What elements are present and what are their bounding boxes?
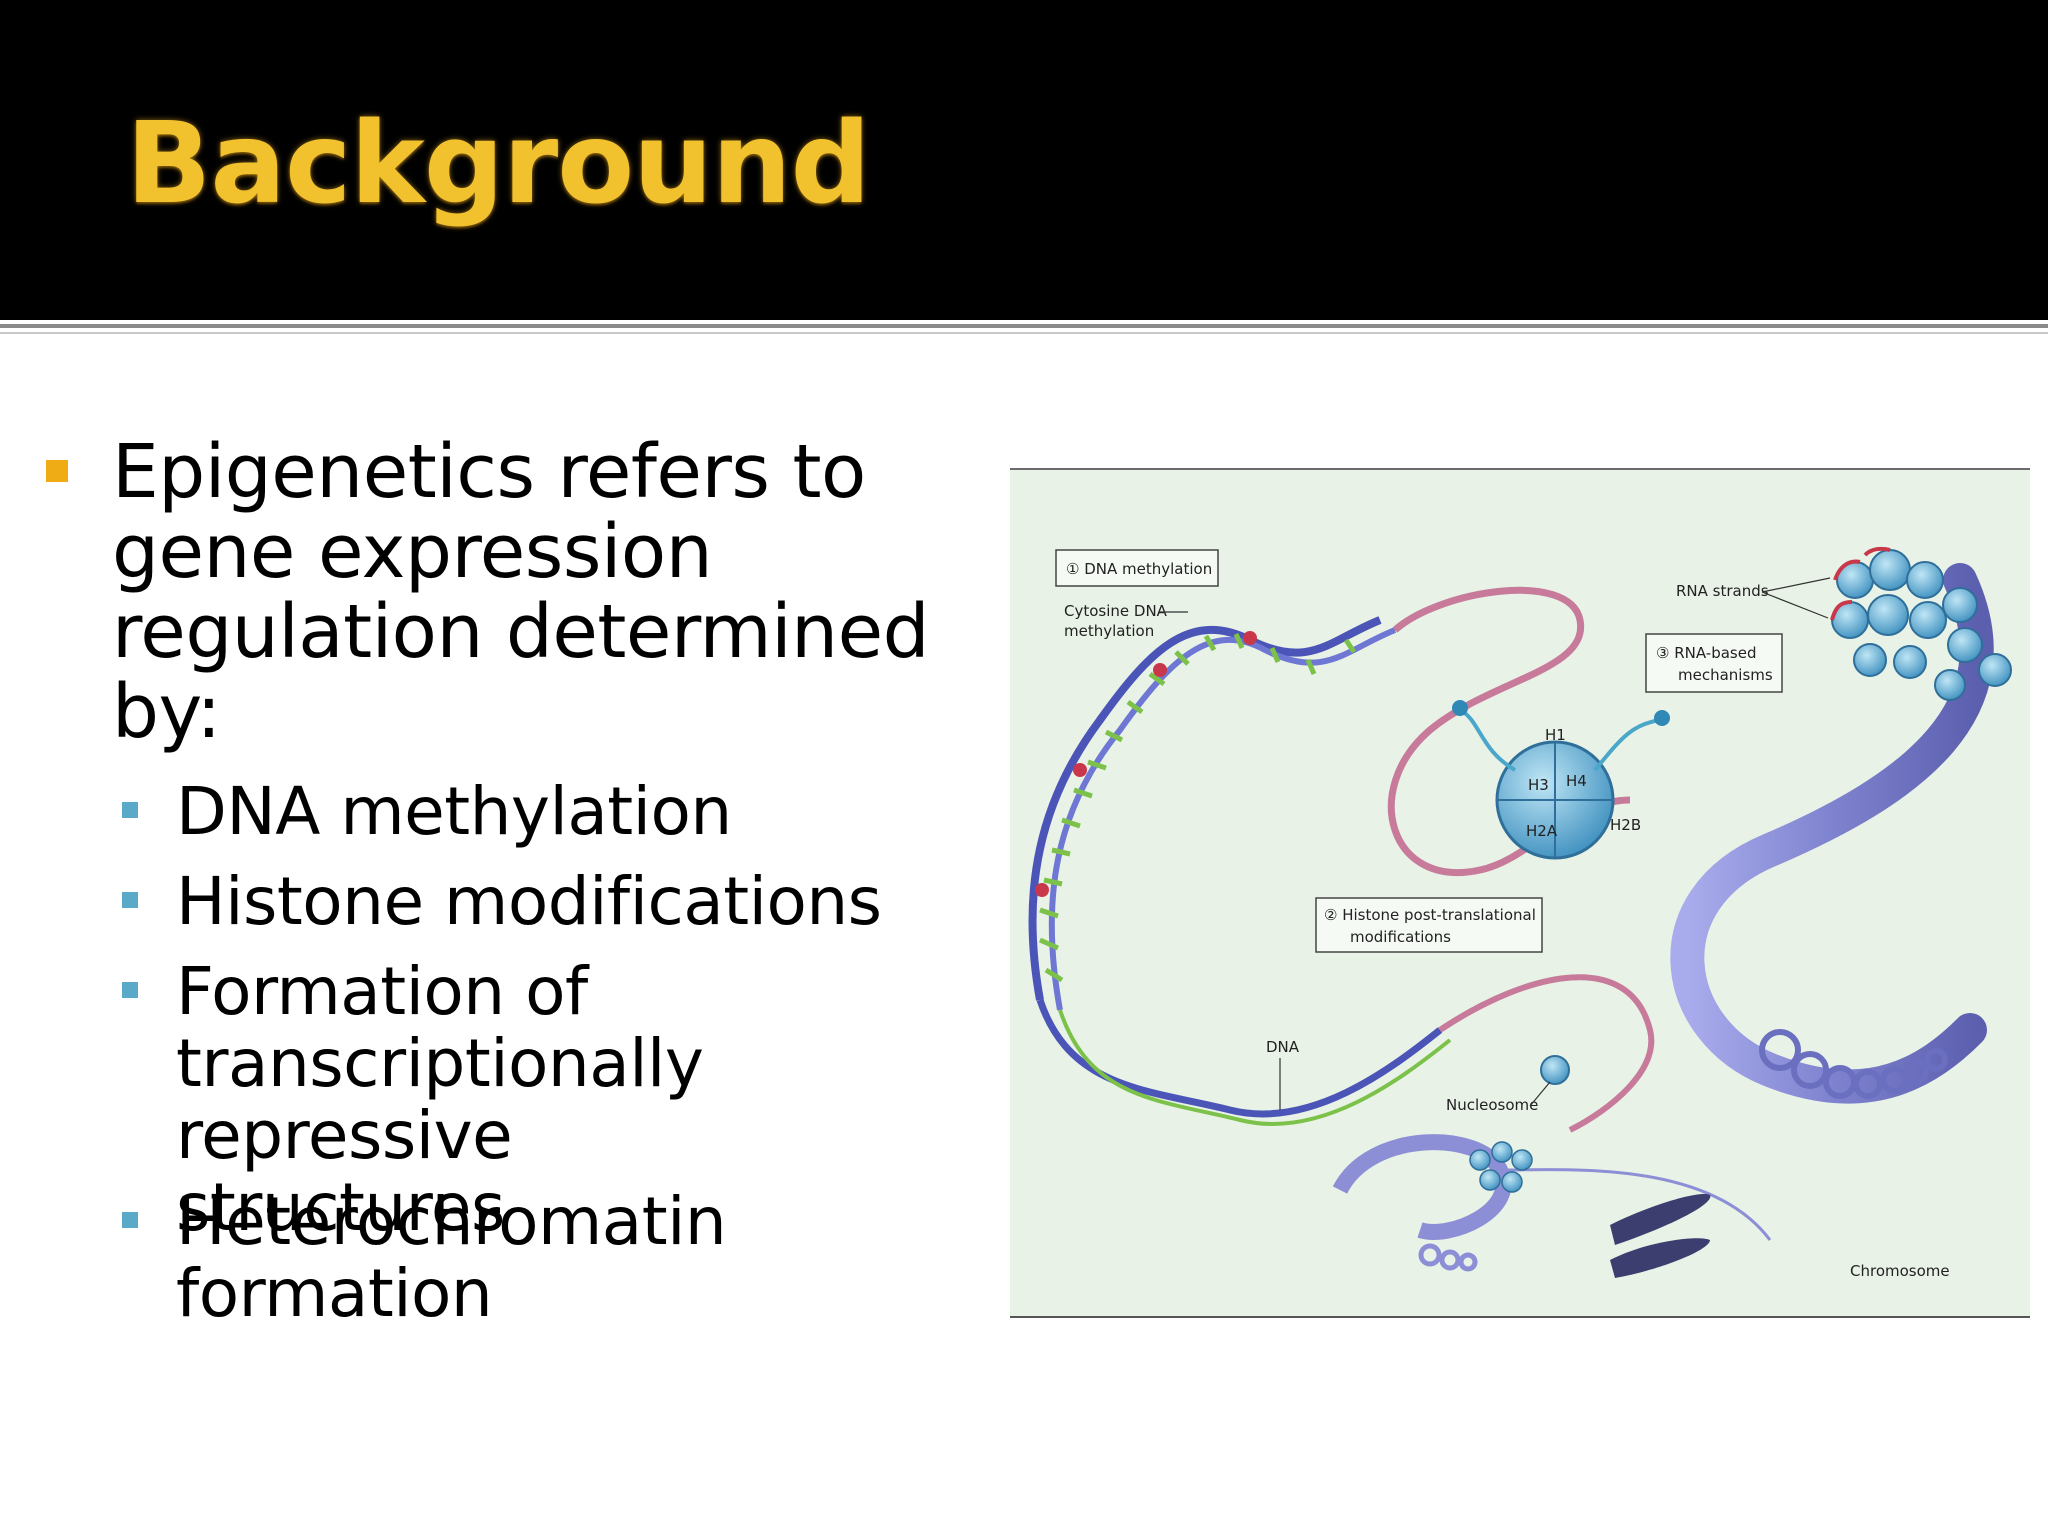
nucleosome-label: Nucleosome [1446,1096,1538,1114]
rna-strands-label: RNA strands [1676,582,1769,600]
sub-bullet-line: transcriptionally repressive [176,1025,704,1174]
chromatin-fiber-pink [1387,586,1631,876]
svg-text:③ RNA-based: ③ RNA-based [1656,644,1756,662]
sub-bullet-line: Heterochromatin [176,1183,727,1260]
epigenetics-figure: H1 H3 H4 H2A H2B [1010,468,2030,1318]
bullet-line: regulation determined [112,589,930,675]
cytosine-label-1: Cytosine DNA [1064,602,1168,620]
h2b-label: H2B [1610,816,1641,834]
label-dna-methylation: ① DNA methylation [1055,549,1219,587]
sub-bullet-repressive-structures: Formation of transcriptionally repressiv… [176,956,1006,1244]
h2a-label: H2A [1526,822,1558,840]
chromatin-fiber [1670,563,1994,1104]
sub-bullet-marker-icon [122,892,138,908]
svg-text:modifications: modifications [1350,928,1451,946]
slide-title: Background [126,99,871,229]
chromosome-label: Chromosome [1850,1262,1950,1280]
label-rna-based: ③ RNA-based mechanisms [1645,633,1783,693]
h4-label: H4 [1566,772,1587,790]
coiled-fiber [1759,1029,1948,1099]
chromosome-icon [1610,1194,1711,1278]
dna-linker [1438,974,1655,1133]
bullet-line: gene expression [112,509,713,595]
svg-text:① DNA methylation: ① DNA methylation [1066,560,1212,578]
sub-bullet-line: structures [176,1169,505,1246]
dna-label: DNA [1266,1038,1300,1056]
sub-bullet-line: formation [176,1255,493,1332]
bullet-list: Epigenetics refers to gene expression re… [0,0,1010,1536]
title-bar: Background [0,0,2048,320]
bullet-line: by: [112,669,221,755]
sub-bullet-heterochromatin: Heterochromatin formation [176,1186,1006,1330]
sub-bullet-histone-modifications: Histone modifications [176,866,1006,938]
sub-bullet-marker-icon [122,982,138,998]
title-divider [0,324,2048,328]
sub-bullet-line: Histone modifications [176,863,882,940]
svg-text:② Histone post-translational: ② Histone post-translational [1324,906,1536,924]
sub-bullet-marker-icon [122,1212,138,1228]
nucleosome-cluster [1831,549,2012,701]
sub-bullet-line: DNA methylation [176,773,732,850]
sub-bullet-dna-methylation: DNA methylation [176,776,1006,848]
h1-label: H1 [1545,726,1566,744]
epigenetics-illustration: H1 H3 H4 H2A H2B [1028,546,2012,1280]
bullet-marker-square-icon [46,460,68,482]
bullet-line: Epigenetics refers to [112,429,866,515]
nucleosome-icon [1540,1055,1570,1085]
dna-double-helix [1028,616,1452,1126]
histone-octamer: H1 H3 H4 H2A H2B [1452,700,1670,860]
lower-fiber [1332,1134,1512,1240]
label-histone-ptm: ② Histone post-translational modificatio… [1315,897,1543,953]
sub-bullet-marker-icon [122,802,138,818]
title-divider-thin [0,332,2048,334]
h3-label: H3 [1528,776,1549,794]
svg-text:mechanisms: mechanisms [1678,666,1773,684]
sub-bullet-line: Formation of [176,953,588,1030]
bullet-level1: Epigenetics refers to gene expression re… [112,432,992,752]
cytosine-label-2: methylation [1064,622,1154,640]
